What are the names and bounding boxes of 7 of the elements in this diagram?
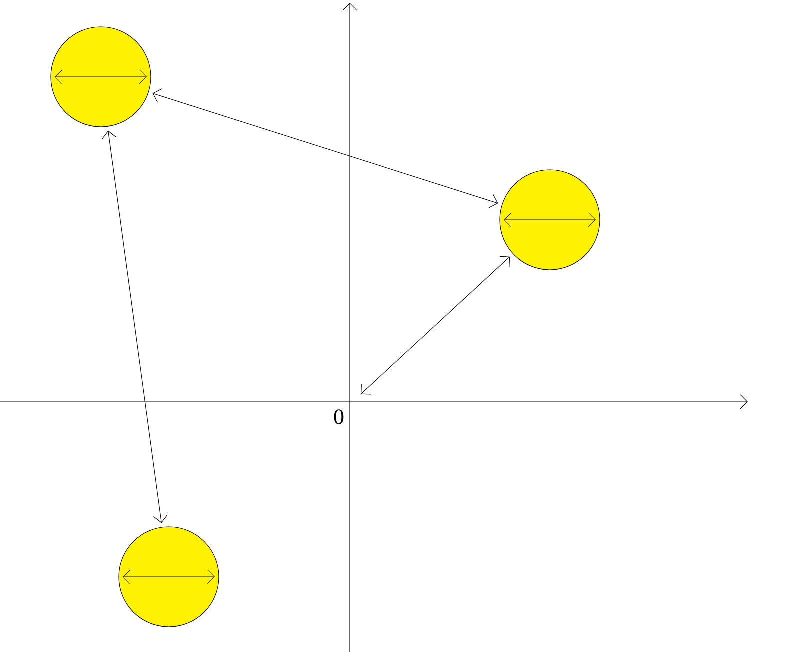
circle <box>50 26 152 128</box>
arrow <box>360 256 510 395</box>
circle <box>500 170 600 270</box>
arrow <box>102 130 168 524</box>
arrow <box>152 88 498 208</box>
origin-label: 0 <box>334 410 344 424</box>
circle <box>118 526 220 628</box>
